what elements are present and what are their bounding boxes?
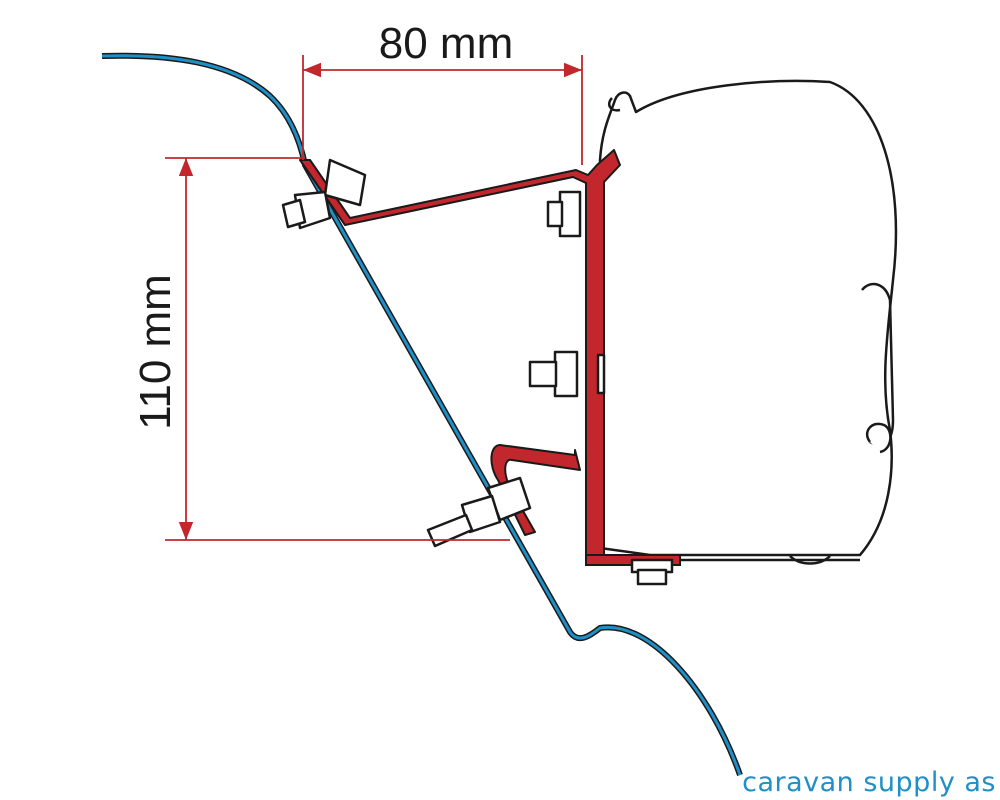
vehicle-body-outline <box>101 52 743 776</box>
bolt-upper-left <box>281 158 367 230</box>
dimension-horizontal: 80 mm <box>302 19 583 165</box>
bolt-bottom <box>630 558 674 586</box>
bolt-middle-right <box>528 350 606 398</box>
awning-cassette <box>598 79 898 565</box>
brand-watermark: caravan supply as <box>742 767 996 798</box>
dimension-vertical: 110 mm <box>131 157 510 541</box>
dimension-label-80mm: 80 mm <box>379 19 513 68</box>
bolt-upper-right <box>546 190 582 238</box>
dimension-label-110mm: 110 mm <box>131 274 180 430</box>
bolt-lower-left <box>426 476 532 548</box>
